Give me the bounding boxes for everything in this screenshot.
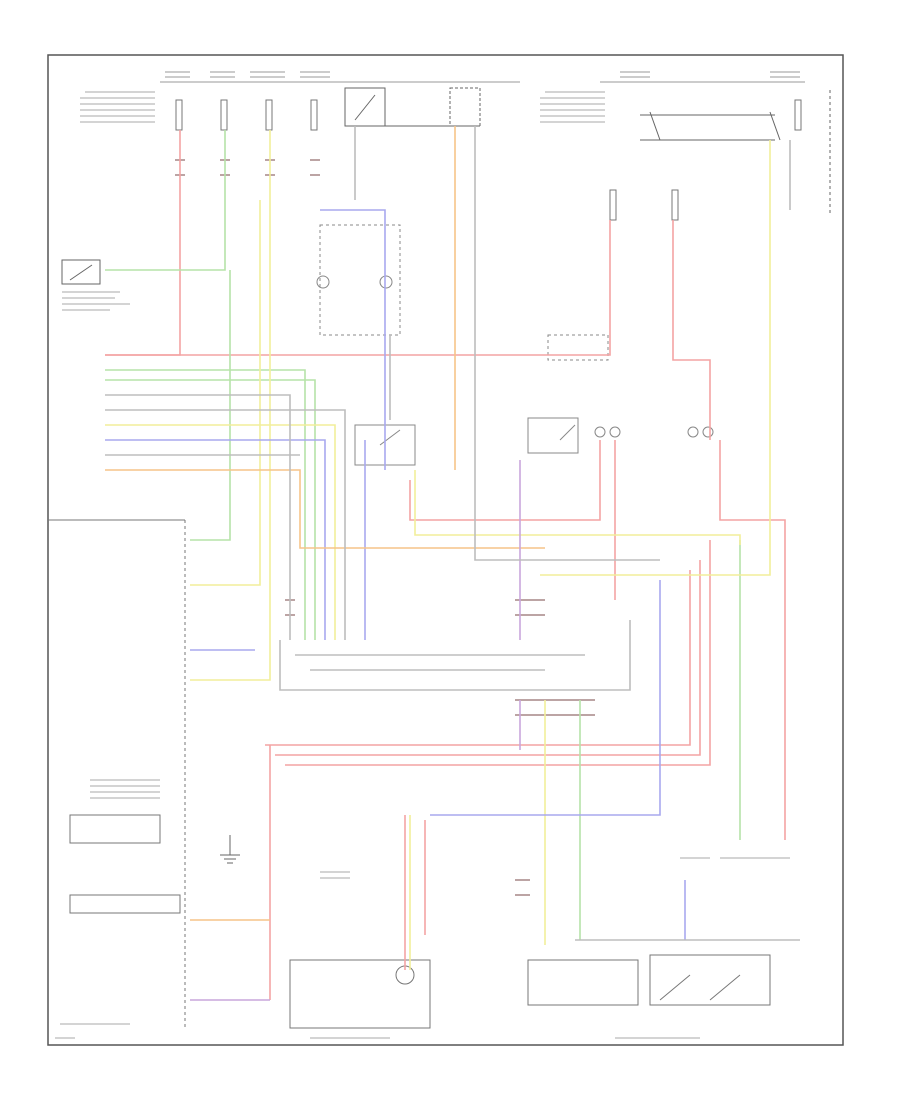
top-fuse-labels (160, 71, 805, 83)
fuse-block-top (175, 99, 802, 221)
ground-icon (220, 835, 240, 864)
lamp-sockets (316, 224, 714, 466)
wires (105, 126, 800, 1001)
diagram-frame (47, 54, 844, 1046)
switch-contact-icon (61, 259, 101, 285)
bottom-labels (55, 779, 790, 1039)
relay-switch-icon (344, 87, 831, 215)
control-unit-left (48, 519, 771, 1030)
right-header-note (540, 91, 605, 123)
left-header-note (80, 91, 155, 123)
brake-switch-label (62, 291, 130, 311)
